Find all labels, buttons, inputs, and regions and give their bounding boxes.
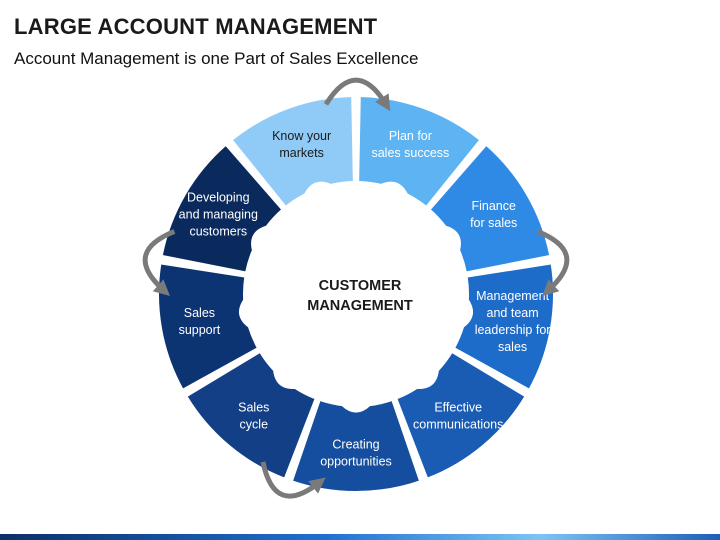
page-title: LARGE ACCOUNT MANAGEMENT [14, 14, 378, 39]
segment-sales-support [157, 262, 260, 392]
segment-creating-opportunities [290, 398, 422, 493]
segment-sales-cycle [185, 350, 317, 481]
center-circle [246, 184, 466, 404]
cycle-arrow-right [536, 229, 570, 296]
segment-management-and-team-leadership [452, 262, 555, 392]
cycle-arrow-bottom [260, 461, 326, 499]
bottom-accent-bar [0, 534, 720, 540]
cycle-arrow-left [142, 229, 176, 296]
segment-know-your-markets [230, 95, 355, 209]
cycle-arrow-top [323, 77, 391, 112]
page-subtitle: Account Management is one Part of Sales … [14, 49, 419, 68]
segment-plan-for-sales-success [357, 95, 482, 209]
segment-developing-and-managing-customers [160, 143, 284, 274]
segment-effective-communications [395, 350, 527, 481]
segment-finance-for-sales [428, 143, 552, 274]
